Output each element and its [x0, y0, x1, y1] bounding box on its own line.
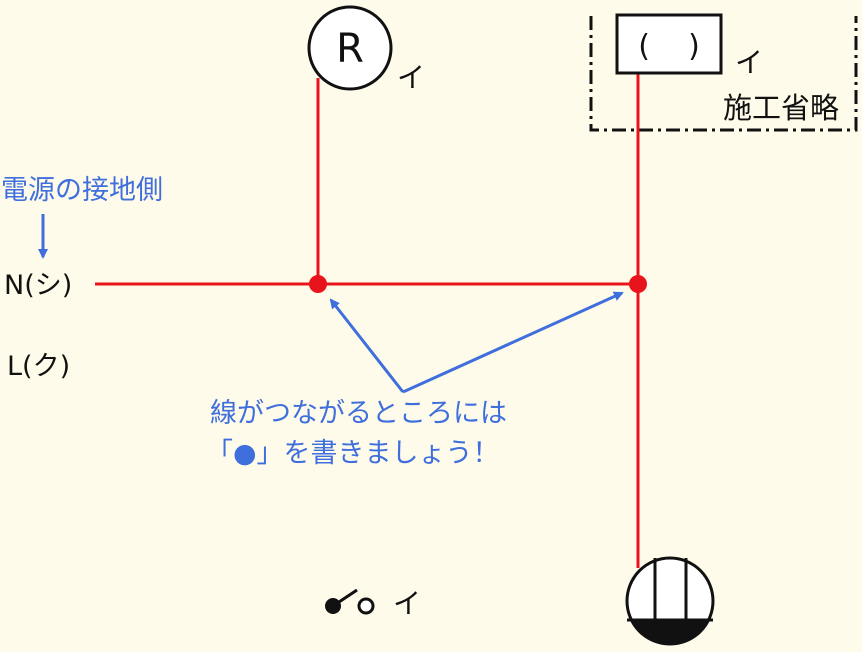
omitted-note: 施工省略 — [723, 91, 839, 125]
receptacle-letter: R — [336, 26, 364, 72]
box-label: イ — [735, 46, 763, 79]
panel-circle-outline — [625, 556, 715, 646]
omitted-construction-frame — [589, 16, 858, 132]
neutral-terminal-label: N(シ) — [4, 270, 72, 301]
junction-arrow-left — [329, 298, 405, 393]
junction-arrows — [329, 291, 624, 394]
junction-dot-right — [629, 275, 647, 293]
switch-lever — [332, 588, 358, 608]
box-text: ( ) — [638, 29, 700, 64]
junction-arrow-right — [402, 291, 624, 394]
box-symbol: ( ) — [615, 13, 723, 75]
junction-hint-line2: 「●」を書きましょう！ — [206, 438, 500, 469]
live-terminal-label: L(ク) — [7, 351, 70, 382]
switch-label: イ — [393, 587, 421, 620]
wires — [95, 74, 640, 568]
switch-symbol — [325, 588, 375, 615]
receptacle-circle — [307, 5, 393, 91]
junction-hint-line1: 線がつながるところには — [210, 398, 507, 429]
panel-symbol — [625, 556, 715, 646]
receptacle-label: イ — [397, 61, 425, 94]
receptacle-symbol: R — [307, 5, 393, 91]
ground-side-label: 電源の接地側 — [1, 175, 163, 206]
junction-dot-left — [309, 275, 327, 293]
box-rect — [615, 13, 723, 75]
switch-contact-right — [357, 597, 375, 615]
